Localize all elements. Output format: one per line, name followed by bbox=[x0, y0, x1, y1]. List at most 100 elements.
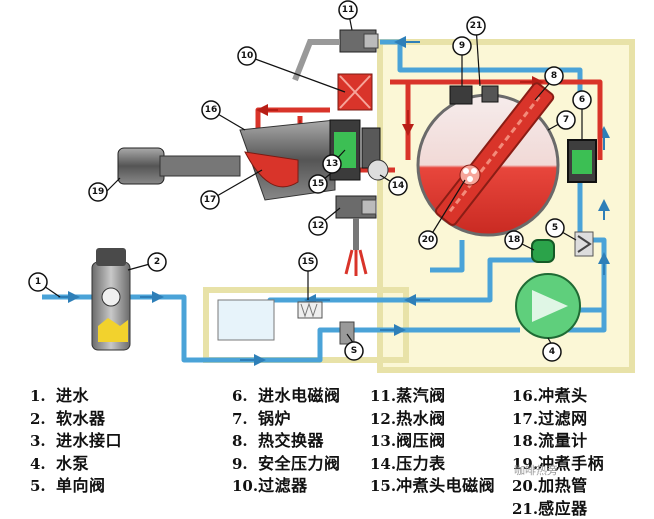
legend-item: 19.冲煮手柄 bbox=[512, 450, 604, 473]
legend-item: 8. 热交换器 bbox=[232, 427, 341, 450]
callout-number: 21 bbox=[470, 21, 483, 31]
inline-filter-mesh bbox=[300, 302, 318, 318]
legend-label: 软水器 bbox=[56, 408, 106, 428]
callout-number: 2 bbox=[154, 257, 160, 267]
legend-label: 安全压力阀 bbox=[258, 453, 341, 473]
legend-number: 18. bbox=[512, 432, 539, 450]
callout-number: 14 bbox=[392, 181, 405, 191]
legend-number: 19. bbox=[512, 454, 539, 473]
callout-number: 11 bbox=[342, 5, 355, 15]
legend-number: 21. bbox=[512, 499, 539, 518]
legend-label: 过滤网 bbox=[538, 408, 588, 428]
legend-item: 18.流量计 bbox=[512, 427, 604, 450]
legend-number: 2. bbox=[30, 409, 46, 428]
legend-number: 1. bbox=[30, 387, 46, 405]
legend-label: 冲煮头 bbox=[538, 386, 588, 405]
legend-item: 14.压力表 bbox=[370, 450, 495, 473]
water-softener bbox=[91, 248, 131, 351]
legend-label: 加热管 bbox=[538, 476, 588, 495]
legend-label: 蒸汽阀 bbox=[396, 386, 446, 405]
legend-label: 进水 bbox=[56, 386, 90, 405]
legend-item: 15.冲煮头电磁阀 bbox=[370, 472, 495, 495]
legend-label: 过滤器 bbox=[258, 476, 308, 495]
legend-item: 21.感应器 bbox=[512, 495, 604, 518]
legend-item: 13.阀压阀 bbox=[370, 427, 495, 450]
hot-water-valve-spring bbox=[361, 199, 377, 215]
callout-badge: 5 bbox=[545, 218, 565, 238]
legend-label: 锅炉 bbox=[258, 408, 292, 428]
callout-number: 7 bbox=[563, 115, 569, 125]
legend-label: 压力表 bbox=[396, 453, 446, 473]
callout-badge: 7 bbox=[556, 110, 576, 130]
callout-number: 15 bbox=[312, 179, 325, 189]
steam-wand bbox=[292, 39, 340, 82]
legend-item: 6.进水电磁阀 bbox=[232, 382, 341, 405]
callout-number: 20 bbox=[422, 235, 435, 245]
callout-badge: 18 bbox=[504, 230, 524, 250]
heat-exchanger bbox=[434, 82, 555, 226]
legend-item: 7.锅炉 bbox=[232, 405, 341, 428]
watermark: 咖啡热旁 bbox=[514, 464, 558, 477]
hot-water-spray bbox=[344, 249, 368, 276]
callout-badge: 19 bbox=[88, 182, 108, 202]
legend-number: 6. bbox=[232, 387, 248, 405]
callout-number: 16 bbox=[205, 105, 218, 115]
legend-label: 热交换器 bbox=[258, 431, 325, 450]
legend-number: 13. bbox=[370, 432, 397, 450]
filter-basket bbox=[244, 151, 299, 188]
heating-element bbox=[459, 164, 481, 186]
callout-number: 17 bbox=[204, 195, 217, 205]
safety-valve bbox=[449, 85, 473, 105]
legend-label: 单向阀 bbox=[56, 476, 106, 495]
legend-item: 5. 单向阀 bbox=[30, 472, 122, 495]
legend-label: 感应器 bbox=[538, 498, 588, 518]
callout-badge: 8 bbox=[544, 66, 564, 86]
legend-number: 12. bbox=[370, 409, 397, 428]
check-valve-spring bbox=[577, 235, 592, 253]
legend-column-2: 6.进水电磁阀 7.锅炉 8. 热交换器 9. 安全压力阀 10.过滤器 bbox=[232, 382, 341, 495]
legend-number: 16. bbox=[512, 387, 539, 405]
callout-number: 10 bbox=[241, 51, 254, 61]
callout-badge: 12 bbox=[308, 216, 328, 236]
legend-item: 3.进水接口 bbox=[30, 427, 122, 450]
callout-badge: 9 bbox=[452, 36, 472, 56]
legend-item: 12.热水阀 bbox=[370, 405, 495, 428]
steam-valve-spring bbox=[363, 33, 379, 49]
callout-number: S bbox=[351, 346, 357, 356]
expansion-valve-mark bbox=[339, 75, 371, 109]
legend-number: 5. bbox=[30, 477, 46, 495]
legend-item: 9. 安全压力阀 bbox=[232, 450, 341, 473]
legend-item: 17.过滤网 bbox=[512, 405, 604, 428]
legend-number: 14. bbox=[370, 454, 397, 473]
legend-number: 15. bbox=[370, 477, 397, 495]
pressure-gauge-dial bbox=[367, 159, 389, 181]
legend-label: 进水接口 bbox=[56, 431, 123, 450]
callout-number: 8 bbox=[551, 71, 557, 81]
callout-badge: 2 bbox=[147, 252, 167, 272]
callout-badge: 11 bbox=[338, 0, 358, 20]
callout-number: 4 bbox=[549, 347, 555, 357]
pump-arrow bbox=[532, 290, 568, 322]
legend-item: 11.蒸汽阀 bbox=[370, 382, 495, 405]
legend-item: 2. 软水器 bbox=[30, 405, 122, 428]
callout-number: 19 bbox=[92, 187, 105, 197]
callout-number: 13 bbox=[326, 159, 339, 169]
callout-badge: 1 bbox=[28, 272, 48, 292]
sensor bbox=[481, 85, 499, 103]
legend-item: 10.过滤器 bbox=[232, 472, 341, 495]
legend-item: 16.冲煮头 bbox=[512, 382, 604, 405]
legend-number: 8. bbox=[232, 432, 248, 450]
legend-label: 冲煮头电磁阀 bbox=[396, 476, 496, 495]
callout-badge: S bbox=[344, 341, 364, 361]
callout-badge: 14 bbox=[388, 176, 408, 196]
legend-number: 17. bbox=[512, 409, 539, 428]
callout-badge: 6 bbox=[572, 90, 592, 110]
legend-number: 11. bbox=[370, 387, 397, 405]
legend-label: 水泵 bbox=[56, 453, 90, 473]
legend-number: 9. bbox=[232, 454, 248, 473]
legend-number: 20. bbox=[512, 477, 539, 495]
callout-number: 1 bbox=[35, 277, 41, 287]
portafilter-handle bbox=[117, 147, 241, 185]
water-arrows bbox=[58, 36, 610, 366]
